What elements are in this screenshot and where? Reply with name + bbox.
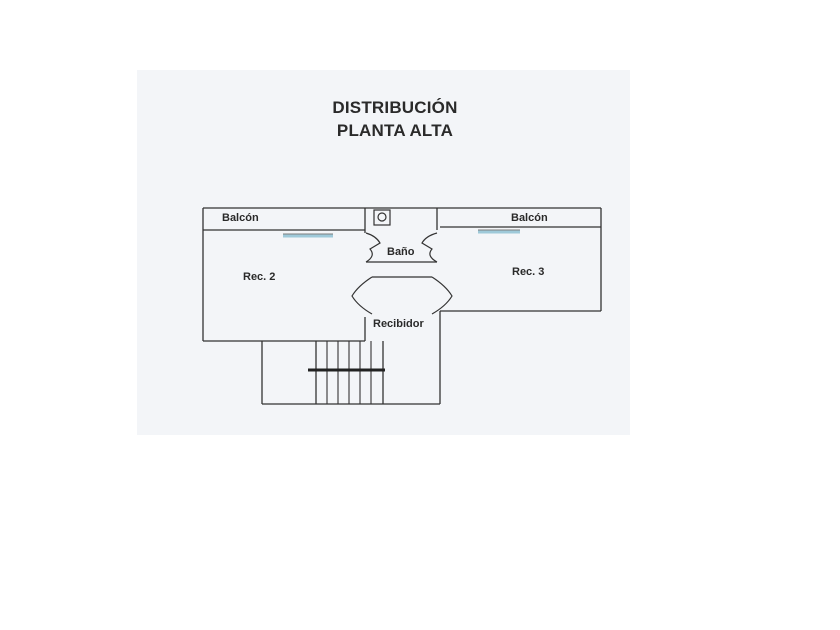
- label-bedroom-3: Rec. 3: [512, 266, 545, 278]
- label-hall: Recibidor: [373, 318, 424, 330]
- label-bathroom: Baño: [387, 246, 415, 258]
- hall-arc-right: [431, 276, 453, 315]
- hall-arc-left: [351, 276, 373, 315]
- windows: [283, 230, 520, 238]
- stair-treads: [326, 341, 372, 404]
- label-balcony-left: Balcón: [222, 212, 259, 224]
- bathroom-fixture-box: [373, 209, 391, 226]
- bath-door-swing-left: [365, 232, 381, 263]
- window-frames: [283, 229, 520, 235]
- label-balcony-right: Balcón: [511, 212, 548, 224]
- bath-door-swing-right: [421, 232, 438, 263]
- label-bedroom-2: Rec. 2: [243, 271, 276, 283]
- bathroom-outline: [365, 209, 438, 263]
- plan-walls: [202, 207, 602, 405]
- plan-title-line-2: PLANTA ALTA: [336, 121, 454, 140]
- toilet-icon: [377, 212, 387, 222]
- plan-title-line-1: DISTRIBUCIÓN: [332, 98, 458, 117]
- hall-entry-outline: [351, 276, 453, 315]
